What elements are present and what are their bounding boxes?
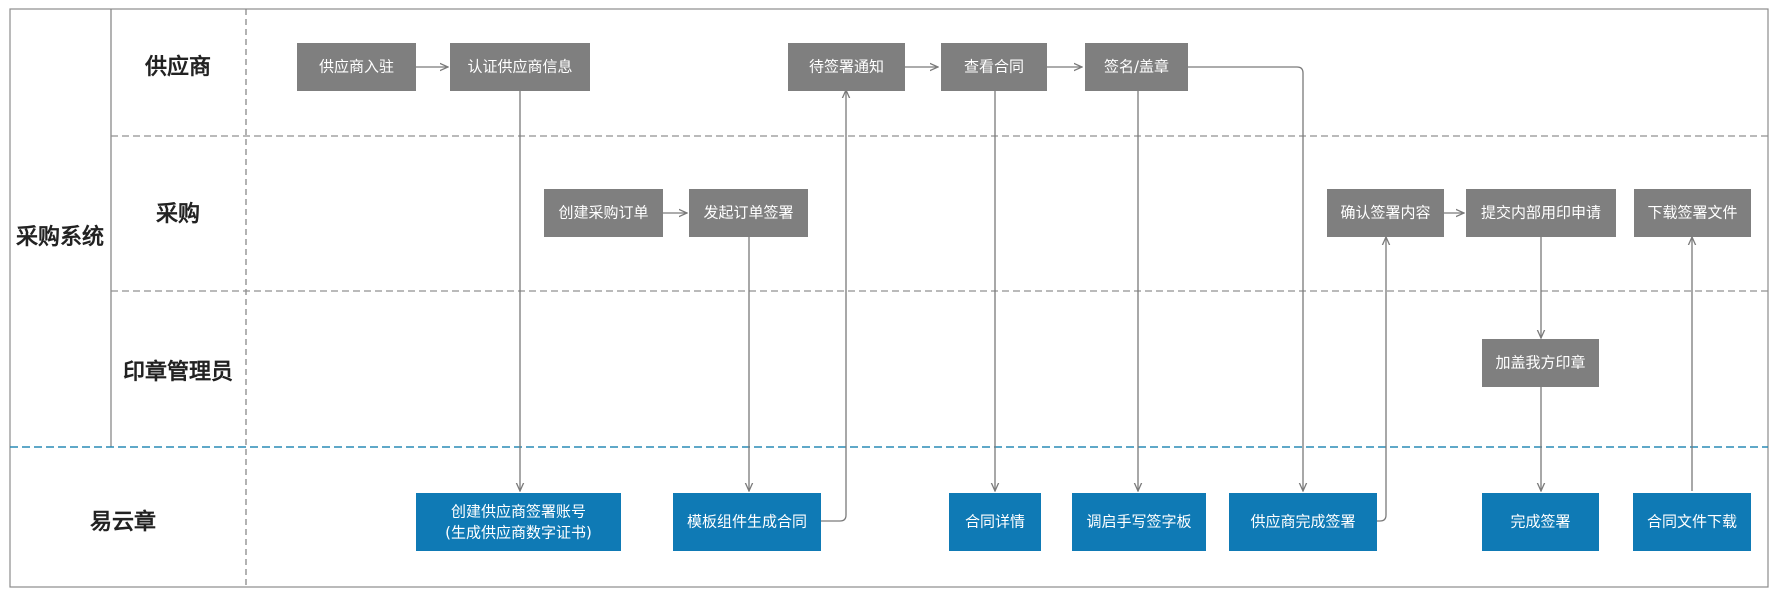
node-download-signed: 下载签署文件 (1634, 189, 1751, 237)
node-label-line1: 创建供应商签署账号 (451, 503, 586, 521)
node-label: 签名/盖章 (1104, 58, 1169, 76)
node-label: 模板组件生成合同 (687, 513, 807, 531)
node-handwriting-pad: 调启手写签字板 (1072, 493, 1206, 551)
node-create-supplier-account: 创建供应商签署账号 (生成供应商数字证书) (416, 493, 621, 551)
node-confirm-content: 确认签署内容 (1327, 189, 1444, 237)
node-label: 认证供应商信息 (467, 58, 572, 76)
node-label: 发起订单签署 (703, 204, 793, 222)
connectors (416, 66, 1692, 522)
diagram-frame (9, 8, 1769, 588)
node-label: 调启手写签字板 (1086, 513, 1191, 531)
node-label: 加盖我方印章 (1495, 354, 1585, 372)
node-label: 提交内部用印申请 (1481, 204, 1601, 222)
lane-label-seal-admin: 印章管理员 (123, 359, 233, 385)
node-submit-seal-request: 提交内部用印申请 (1466, 189, 1616, 237)
node-sign-complete: 完成签署 (1482, 493, 1599, 551)
node-label: 合同详情 (965, 513, 1025, 531)
edge-sign-to-supplier-done (1188, 66, 1303, 491)
node-contract-detail: 合同详情 (949, 493, 1041, 551)
lane-label-purchasing: 采购 (156, 201, 200, 227)
node-template-generate: 模板组件生成合同 (673, 493, 821, 551)
node-initiate-sign: 发起订单签署 (689, 189, 808, 237)
edge-supplier-done-to-confirm (1377, 237, 1386, 522)
node-view-contract: 查看合同 (941, 43, 1047, 91)
node-label: 创建采购订单 (558, 204, 648, 222)
node-sign-seal: 签名/盖章 (1085, 43, 1188, 91)
node-label: 待签署通知 (809, 58, 884, 76)
node-label: 供应商入驻 (319, 58, 394, 76)
node-create-po: 创建采购订单 (544, 189, 663, 237)
node-label: 合同文件下载 (1647, 513, 1737, 531)
edge-template-to-notice (821, 90, 846, 522)
lane-label-yiyunzhang: 易云章 (90, 509, 156, 535)
node-label: 完成签署 (1510, 513, 1570, 531)
node-label: 下载签署文件 (1647, 204, 1737, 222)
node-verify-supplier: 认证供应商信息 (450, 43, 590, 91)
node-label-line2: (生成供应商数字证书) (445, 524, 592, 542)
lane-label-supplier: 供应商 (144, 54, 211, 80)
node-label: 供应商完成签署 (1250, 513, 1355, 531)
node-supplier-done: 供应商完成签署 (1229, 493, 1377, 551)
group-label-procurement-system: 采购系统 (16, 224, 104, 250)
node-label: 查看合同 (964, 58, 1024, 76)
node-label: 确认签署内容 (1340, 204, 1430, 222)
node-supplier-onboard: 供应商入驻 (297, 43, 416, 91)
node-pending-notice: 待签署通知 (788, 43, 905, 91)
node-contract-download: 合同文件下载 (1633, 493, 1751, 551)
node-add-our-seal: 加盖我方印章 (1482, 339, 1599, 387)
